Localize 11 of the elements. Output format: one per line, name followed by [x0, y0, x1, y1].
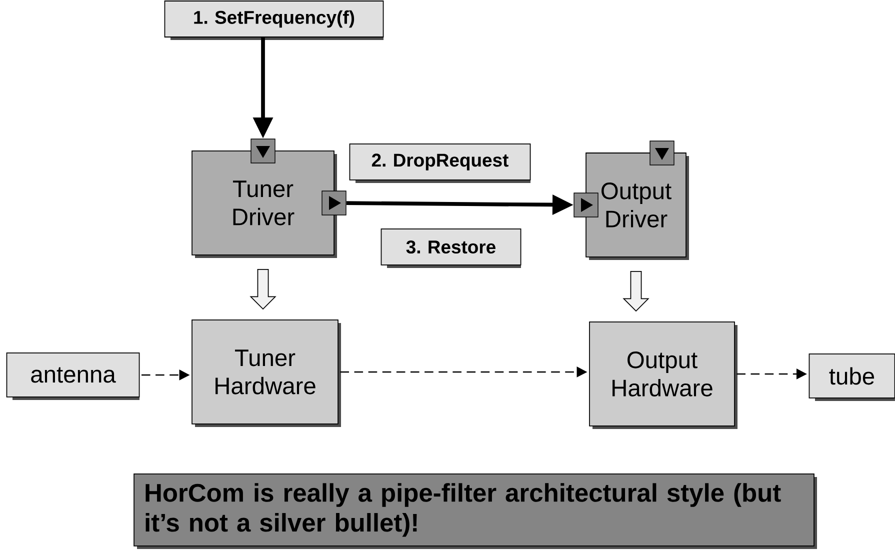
io-box: tube	[808, 354, 895, 401]
component-box: Tuner Hardware	[192, 320, 341, 427]
message-box: 3. Restore	[380, 228, 522, 268]
component-box: Tuner Driver	[192, 150, 337, 258]
message-box: 1. SetFrequency(f)	[164, 0, 384, 40]
block-arrow	[250, 269, 276, 310]
note-box: HorCom is really a pipe-filter architectural style (but it’s not a silver bullet)!	[134, 474, 817, 549]
component-box: Output Hardware	[589, 322, 738, 429]
io-box: antenna	[6, 352, 140, 400]
block-arrow	[622, 271, 650, 312]
message-box: 2. DropRequest	[349, 144, 531, 183]
